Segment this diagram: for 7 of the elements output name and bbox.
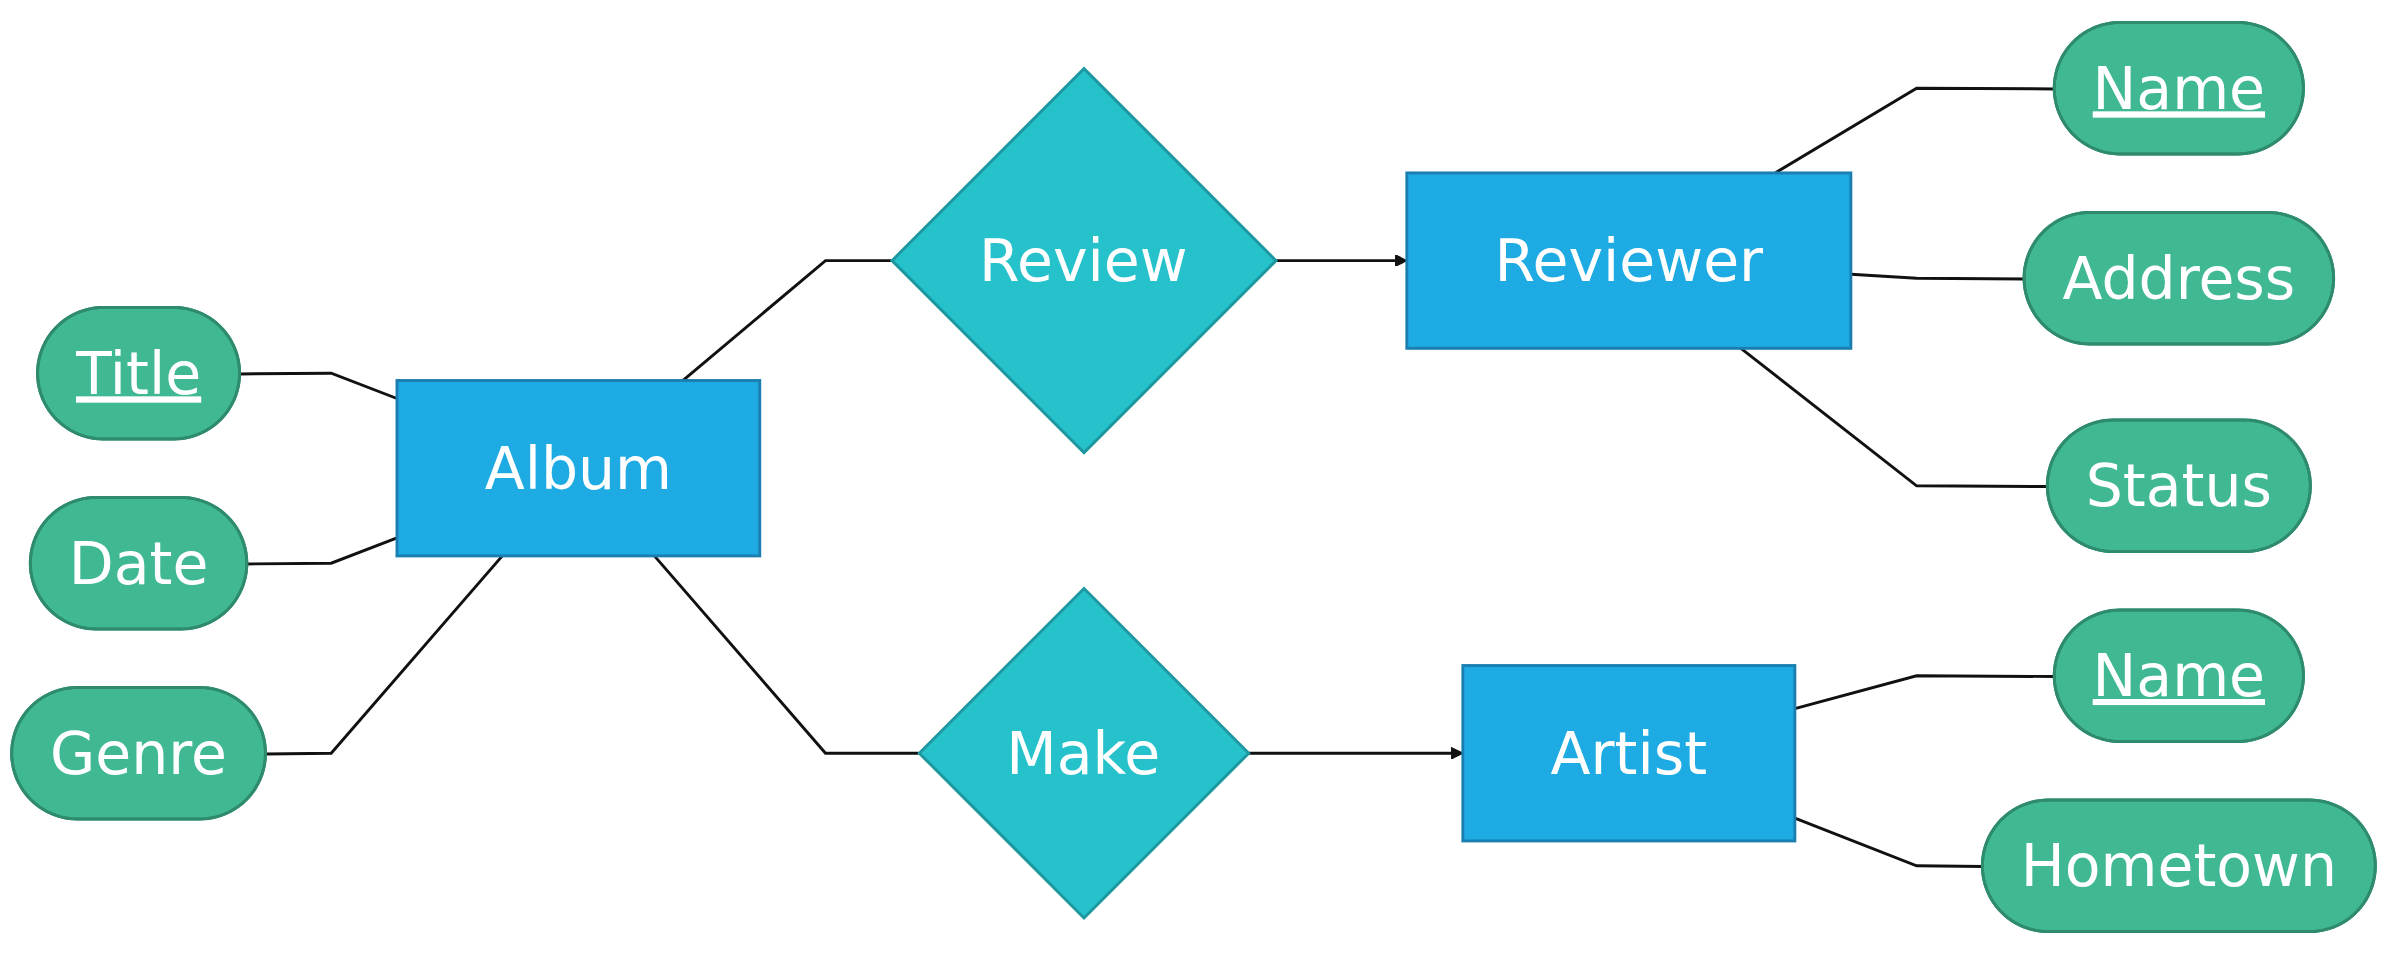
node-box: Reviewer [1405, 171, 1853, 350]
node-box: Album [395, 379, 762, 558]
node-diamond: Review [889, 66, 1279, 455]
connector [1850, 272, 2025, 281]
node-box: Artist [1461, 664, 1797, 843]
node-diamond: Make [917, 586, 1251, 920]
connector [1794, 674, 2055, 710]
